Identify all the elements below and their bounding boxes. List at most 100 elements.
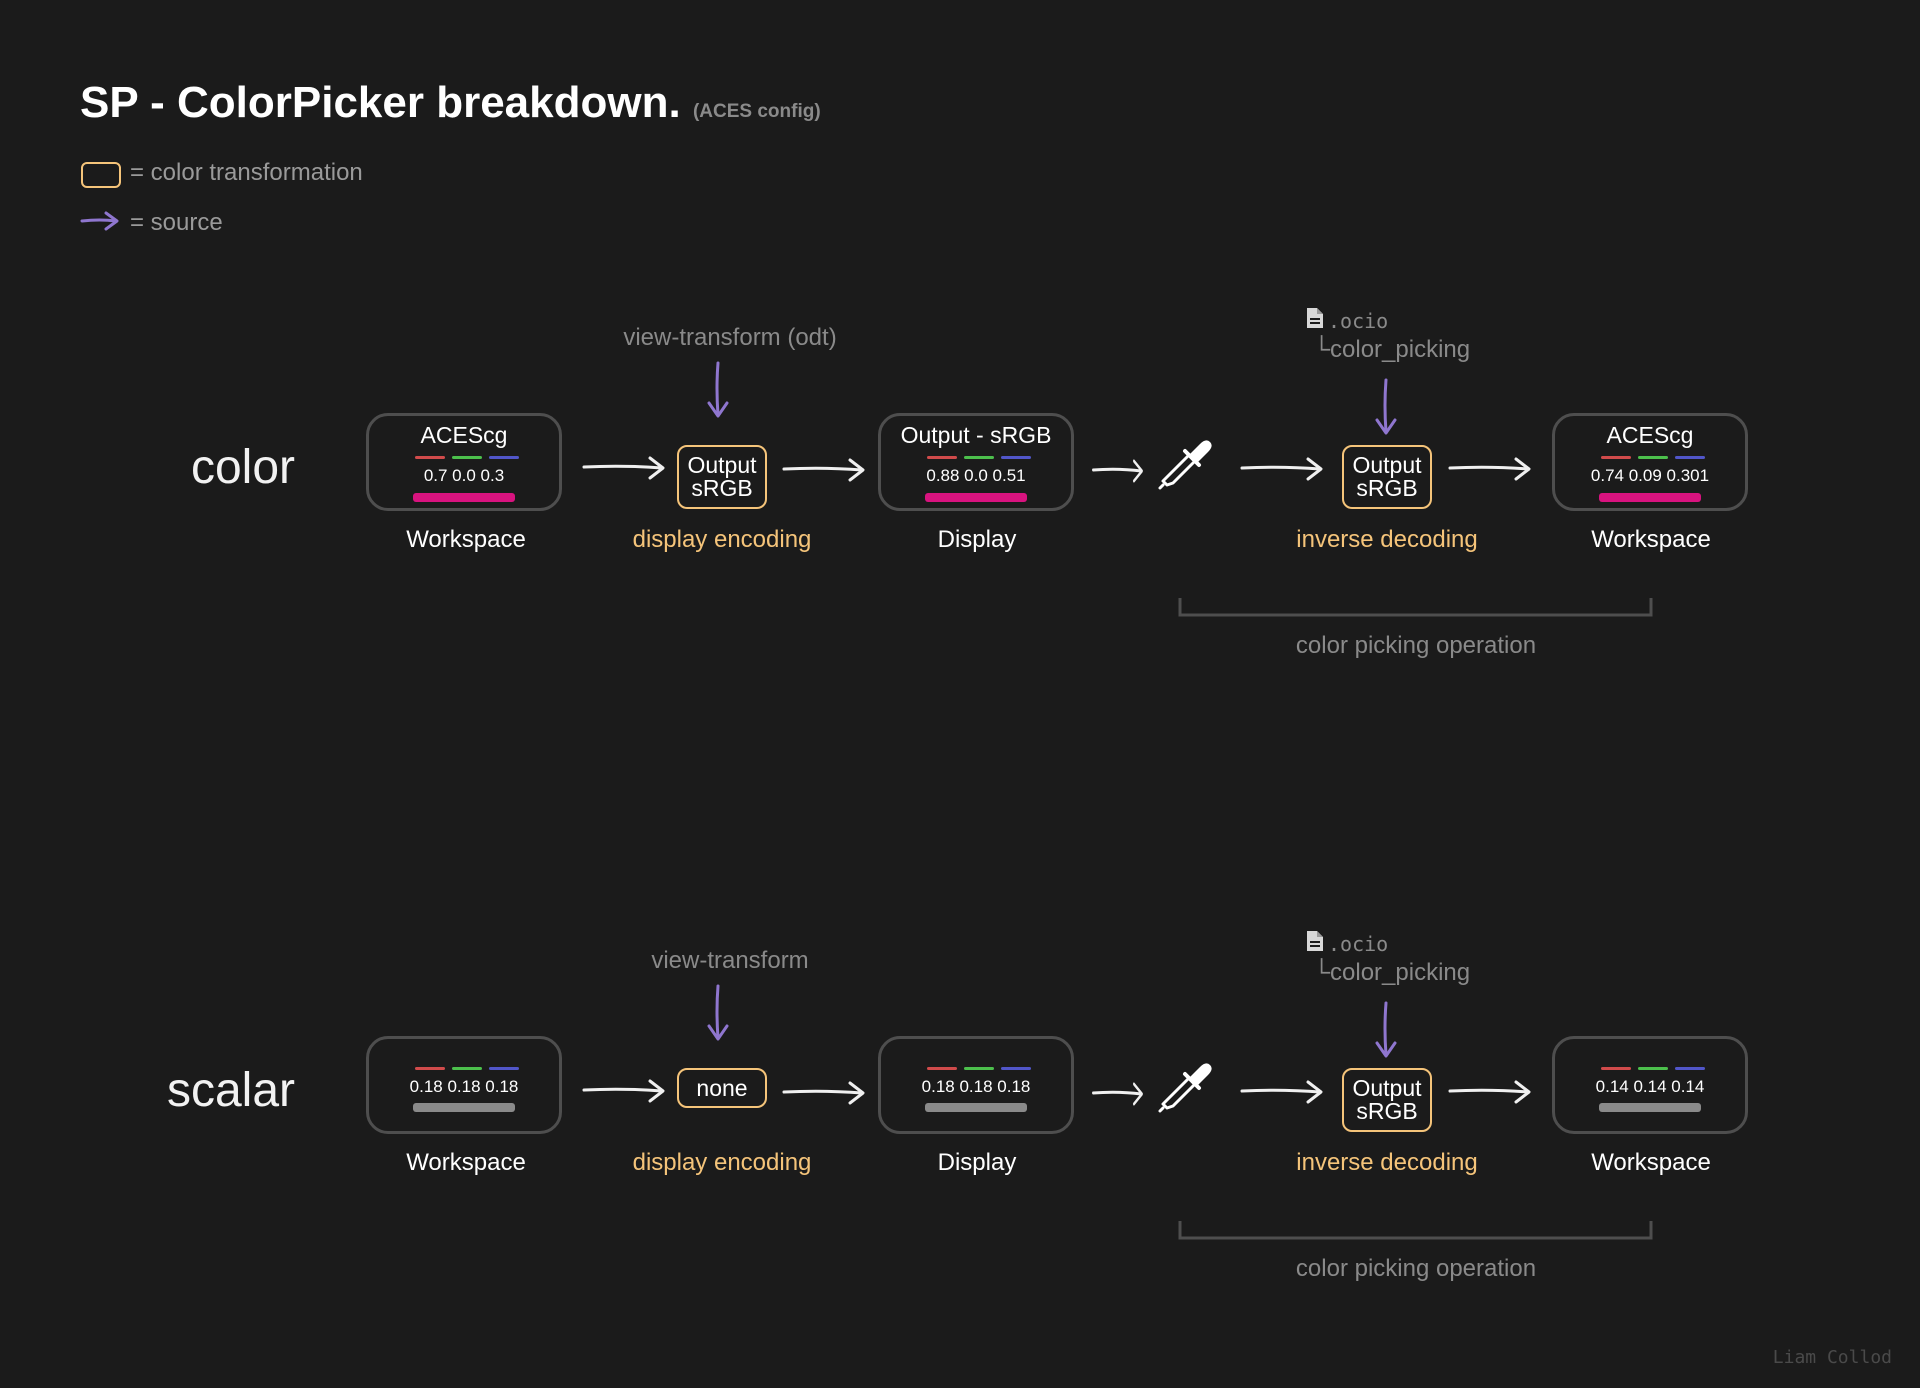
workspace-output-caption: Workspace <box>1591 526 1711 553</box>
flow-arrow <box>582 456 665 480</box>
rgb-indicator <box>369 456 559 459</box>
node-values: 0.74 0.09 0.301 <box>1590 466 1710 485</box>
transform-line1: Output <box>1352 1075 1422 1101</box>
inverse-decoding-transform: Output sRGB <box>1342 445 1432 509</box>
inverse-decoding-caption: inverse decoding <box>1296 1149 1478 1176</box>
node-values: 0.88 0.0 0.51 <box>926 466 1026 485</box>
rgb-indicator <box>881 456 1071 459</box>
red-bar <box>415 1067 445 1070</box>
ocio-source-arrow <box>1375 378 1397 435</box>
green-bar <box>964 456 994 459</box>
red-bar <box>1601 1067 1631 1070</box>
flow-arrow <box>1091 1082 1144 1106</box>
workspace-output-caption: Workspace <box>1591 1149 1711 1176</box>
rgb-indicator <box>1555 1067 1745 1070</box>
color-swatch <box>925 1103 1027 1112</box>
flow-arrow <box>1240 1080 1323 1104</box>
eyedropper-icon <box>1158 438 1214 490</box>
blue-bar <box>1001 456 1031 459</box>
display-node: Output - sRGB 0.88 0.0 0.51 <box>878 413 1074 511</box>
file-icon <box>1306 930 1324 957</box>
green-bar <box>452 1067 482 1070</box>
flow-arrow <box>782 1081 865 1105</box>
blue-bar <box>1675 456 1705 459</box>
red-bar <box>415 456 445 459</box>
node-values: 0.14 0.14 0.14 <box>1595 1077 1705 1096</box>
node-title: ACEScg <box>1606 422 1694 448</box>
legend-source-label: = source <box>130 209 223 236</box>
blue-bar <box>489 456 519 459</box>
operation-bracket <box>1178 598 1653 617</box>
legend-transform-swatch <box>81 162 121 188</box>
operation-label: color picking operation <box>1295 632 1537 659</box>
transform-line2: sRGB <box>1356 1098 1418 1124</box>
color-swatch <box>1599 1103 1701 1112</box>
blue-bar <box>489 1067 519 1070</box>
green-bar <box>1638 1067 1668 1070</box>
title-main: SP - ColorPicker breakdown. <box>80 78 681 127</box>
title-sub: (ACES config) <box>692 101 821 122</box>
rgb-indicator <box>1555 456 1745 459</box>
flow-arrow <box>1091 459 1144 483</box>
transform-line2: sRGB <box>691 475 753 501</box>
workspace-input-node: 0.18 0.18 0.18 <box>366 1036 562 1134</box>
view-transform-source-arrow <box>707 361 729 418</box>
row-label: scalar <box>166 1064 295 1117</box>
color-swatch <box>925 493 1027 502</box>
green-bar <box>964 1067 994 1070</box>
workspace-input-node: ACEScg 0.7 0.0 0.3 <box>366 413 562 511</box>
transform-line1: none <box>696 1074 748 1101</box>
flow-arrow <box>1240 457 1323 481</box>
display-encoding-caption: display encoding <box>632 526 812 553</box>
workspace-output-node: 0.14 0.14 0.14 <box>1552 1036 1748 1134</box>
ocio-key-text: color_picking <box>1330 959 1471 986</box>
workspace-input-caption: Workspace <box>406 526 526 553</box>
ocio-key-label: └color_picking <box>1313 336 1471 363</box>
rgb-indicator <box>369 1067 559 1070</box>
flow-arrow <box>1448 1080 1531 1104</box>
node-title: ACEScg <box>420 422 508 448</box>
red-bar <box>1601 456 1631 459</box>
transform-line2: sRGB <box>1356 475 1418 501</box>
node-values: 0.7 0.0 0.3 <box>423 466 505 485</box>
ocio-key-text: color_picking <box>1330 336 1471 363</box>
rgb-indicator <box>881 1067 1071 1070</box>
ocio-file-label: .ocio <box>1328 932 1389 956</box>
operation-label: color picking operation <box>1295 1255 1537 1282</box>
eyedropper-icon <box>1158 1061 1214 1113</box>
transform-line1: Output <box>687 452 757 478</box>
display-encoding-transform: Output sRGB <box>677 445 767 509</box>
red-bar <box>927 1067 957 1070</box>
inverse-decoding-transform: Output sRGB <box>1342 1068 1432 1132</box>
node-values: 0.18 0.18 0.18 <box>409 1077 519 1096</box>
ocio-file-label: .ocio <box>1328 309 1389 333</box>
display-caption: Display <box>937 526 1017 553</box>
operation-bracket <box>1178 1221 1653 1240</box>
ocio-key-label: └color_picking <box>1313 959 1471 986</box>
color-swatch <box>413 1103 515 1112</box>
display-node: 0.18 0.18 0.18 <box>878 1036 1074 1134</box>
view-transform-label: view-transform <box>651 947 809 974</box>
view-transform-label: view-transform (odt) <box>623 324 837 351</box>
green-bar <box>1638 456 1668 459</box>
author-credit: Liam Collod <box>1772 1347 1892 1368</box>
color-swatch <box>413 493 515 502</box>
display-encoding-transform: none <box>677 1068 767 1108</box>
row-label: color <box>190 441 295 494</box>
display-caption: Display <box>937 1149 1017 1176</box>
legend-transform-label: = color transformation <box>130 159 363 186</box>
flow-arrow <box>1448 457 1531 481</box>
green-bar <box>452 456 482 459</box>
inverse-decoding-caption: inverse decoding <box>1296 526 1478 553</box>
ocio-source-arrow <box>1375 1001 1397 1058</box>
blue-bar <box>1001 1067 1031 1070</box>
display-encoding-caption: display encoding <box>632 1149 812 1176</box>
flow-arrow <box>582 1079 665 1103</box>
workspace-output-node: ACEScg 0.74 0.09 0.301 <box>1552 413 1748 511</box>
node-title: Output - sRGB <box>900 422 1052 448</box>
blue-bar <box>1675 1067 1705 1070</box>
node-values: 0.18 0.18 0.18 <box>921 1077 1031 1096</box>
workspace-input-caption: Workspace <box>406 1149 526 1176</box>
